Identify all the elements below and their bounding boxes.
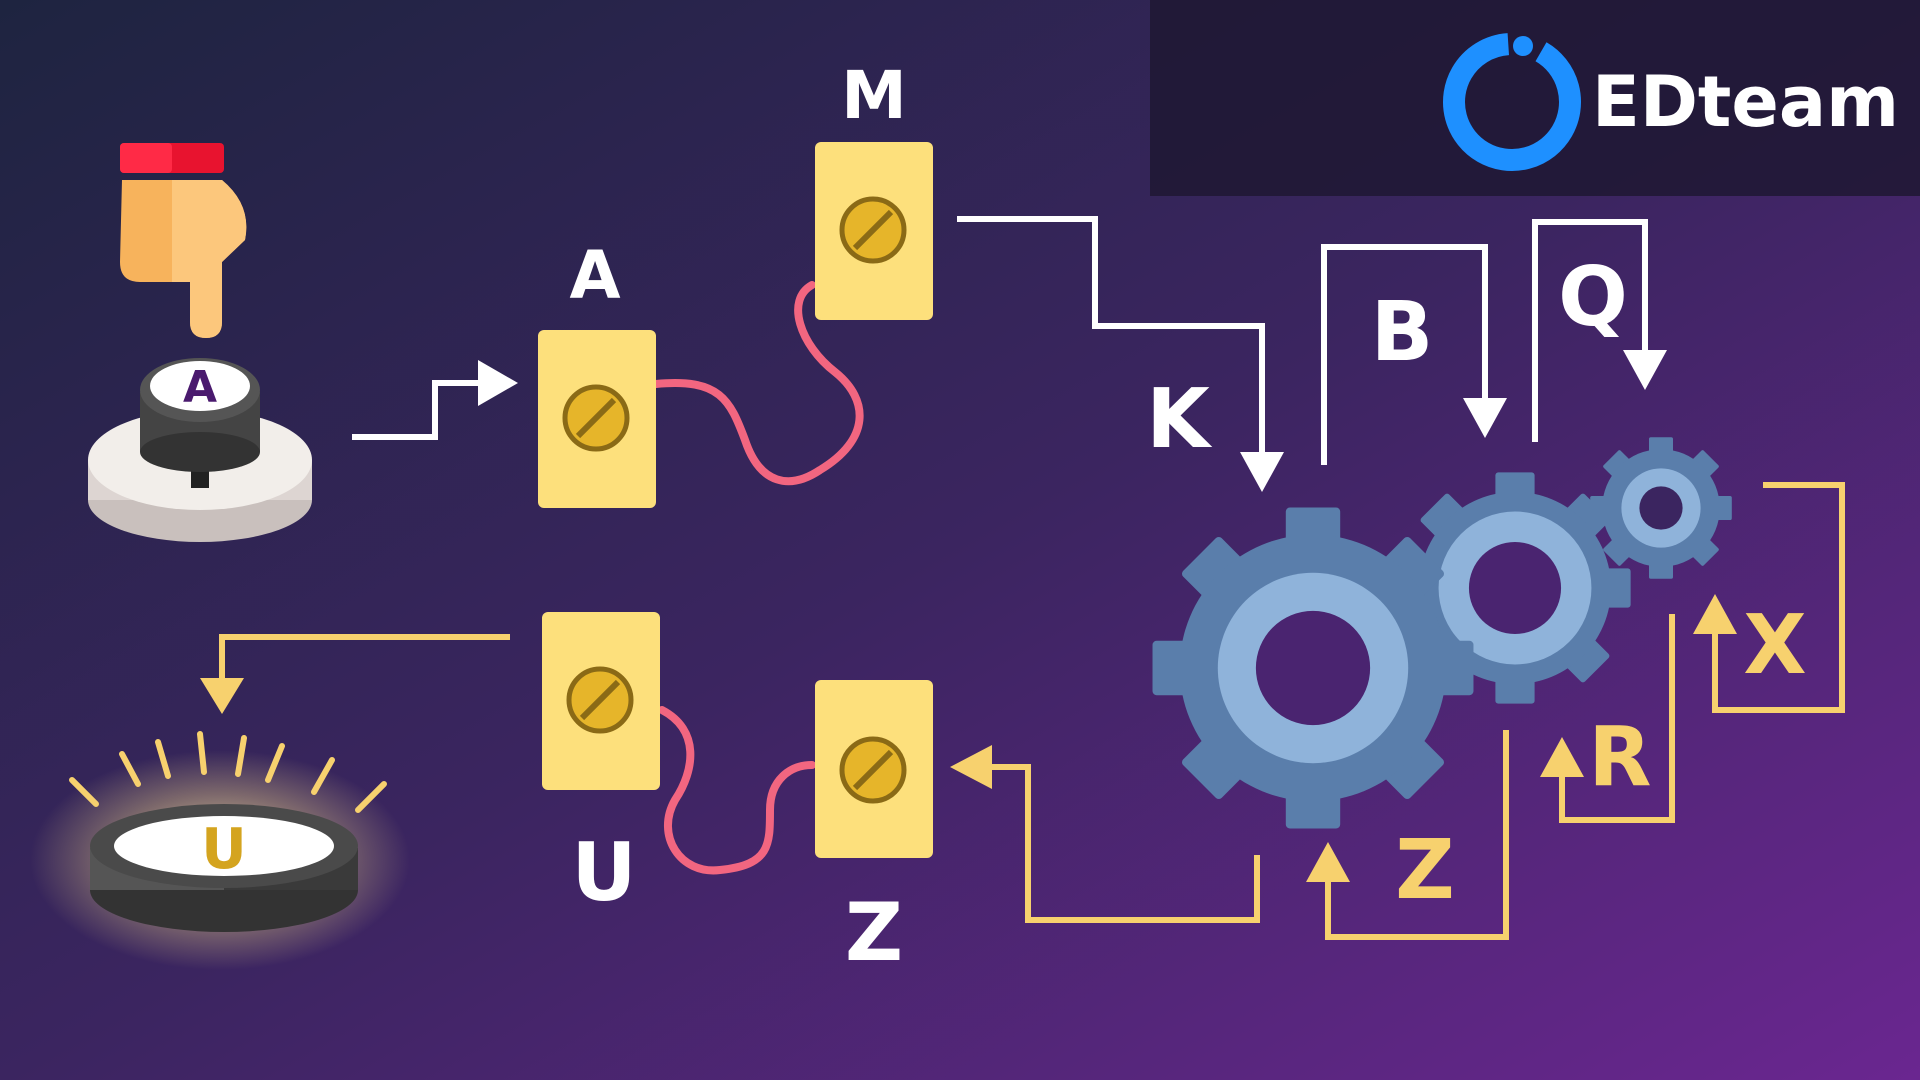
arrowhead-relay-z <box>950 745 992 789</box>
label-x: X <box>1743 598 1806 693</box>
wire-a-m <box>652 281 864 486</box>
arrow-b-loop <box>1321 244 1488 465</box>
arrow-z-loop <box>1325 730 1509 940</box>
relay-u <box>542 612 660 790</box>
arrowhead-gear-q <box>1623 350 1667 390</box>
relay-m <box>815 142 933 320</box>
arrowhead-x-loop <box>1693 594 1737 634</box>
arrow-x-loop <box>1712 482 1845 713</box>
label-r: R <box>1588 710 1651 805</box>
arrow-q-loop <box>1532 219 1648 442</box>
wire-u-z <box>658 706 816 875</box>
relay-a <box>538 330 656 508</box>
output-button-label: U <box>201 817 246 882</box>
brand-name: EDteam <box>1592 61 1899 143</box>
gear-medium <box>1399 472 1631 704</box>
arrowhead-gear-k <box>1240 452 1284 492</box>
arrow-gear-to-relay-z <box>990 764 1260 923</box>
input-button-label: A <box>183 362 217 413</box>
gear-large <box>1152 507 1474 829</box>
arrowhead-output <box>200 678 244 714</box>
label-relay-u: U <box>572 826 637 919</box>
label-relay-a: A <box>569 237 620 314</box>
arrow-relay-u-to-output <box>219 634 510 680</box>
gears-icon <box>1152 437 1732 829</box>
arrow-m-to-gear <box>957 216 1265 452</box>
pointing-hand-icon <box>120 143 247 338</box>
label-z-gear: Z <box>1395 823 1454 918</box>
label-b: B <box>1371 285 1434 380</box>
arrowhead-relay-a <box>478 360 518 406</box>
label-relay-z: Z <box>845 886 903 979</box>
relay-z <box>815 680 933 858</box>
gear-small <box>1590 437 1732 579</box>
arrowhead-z-loop <box>1306 842 1350 882</box>
brand-logo: EDteam <box>1443 33 1899 171</box>
arrow-r-loop <box>1559 614 1675 823</box>
lit-button-icon: U <box>30 731 410 970</box>
label-relay-m: M <box>841 57 907 134</box>
arrow-button-to-relay-a <box>352 380 482 440</box>
label-k: K <box>1146 372 1213 467</box>
arrowhead-gear-b <box>1463 398 1507 438</box>
arcade-button-icon: A <box>88 358 312 542</box>
arrowhead-r-loop <box>1540 737 1584 777</box>
edteam-ring-icon <box>1443 33 1581 171</box>
label-q: Q <box>1558 250 1628 345</box>
